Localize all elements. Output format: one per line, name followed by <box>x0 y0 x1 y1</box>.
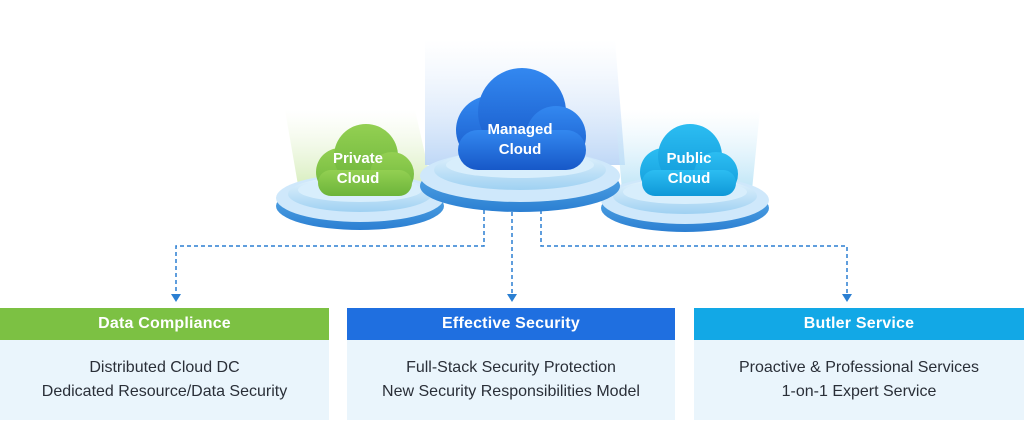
public-cloud-icon <box>640 124 738 196</box>
private-cloud-label-line2: Cloud <box>336 170 380 187</box>
effective-security-title: Effective Security <box>347 308 675 340</box>
connector-security <box>507 212 517 302</box>
public-cloud-label-line1: Public <box>666 150 712 167</box>
data-compliance-card: Data Compliance Distributed Cloud DC Ded… <box>0 308 329 420</box>
private-cloud-label-line1: Private <box>332 150 384 167</box>
butler-service-title: Butler Service <box>694 308 1024 340</box>
managed-cloud-label-line1: Managed <box>487 121 553 138</box>
public-cloud-label: Public Cloud <box>649 149 729 189</box>
private-cloud-icon <box>316 124 414 196</box>
public-cloud-label-line2: Cloud <box>667 170 711 187</box>
data-compliance-title: Data Compliance <box>0 308 329 340</box>
connector-butler <box>540 210 852 302</box>
butler-service-line1: Proactive & Professional Services <box>738 359 980 376</box>
effective-security-body: Full-Stack Security Protection New Secur… <box>347 340 675 420</box>
effective-security-line2: New Security Responsibilities Model <box>382 383 640 400</box>
data-compliance-body: Distributed Cloud DC Dedicated Resource/… <box>0 340 329 420</box>
managed-cloud-label-line2: Cloud <box>498 141 542 158</box>
effective-security-card: Effective Security Full-Stack Security P… <box>347 308 675 420</box>
effective-security-line1: Full-Stack Security Protection <box>406 359 616 376</box>
connector-compliance <box>171 210 485 302</box>
butler-service-body: Proactive & Professional Services 1-on-1… <box>694 340 1024 420</box>
data-compliance-line2: Dedicated Resource/Data Security <box>41 383 288 400</box>
butler-service-line2: 1-on-1 Expert Service <box>781 383 937 400</box>
managed-cloud-label: Managed Cloud <box>470 120 570 160</box>
private-cloud-label: Private Cloud <box>318 149 398 189</box>
data-compliance-line1: Distributed Cloud DC <box>89 359 240 376</box>
managed-cloud-icon <box>456 68 586 170</box>
butler-service-card: Butler Service Proactive & Professional … <box>694 308 1024 420</box>
